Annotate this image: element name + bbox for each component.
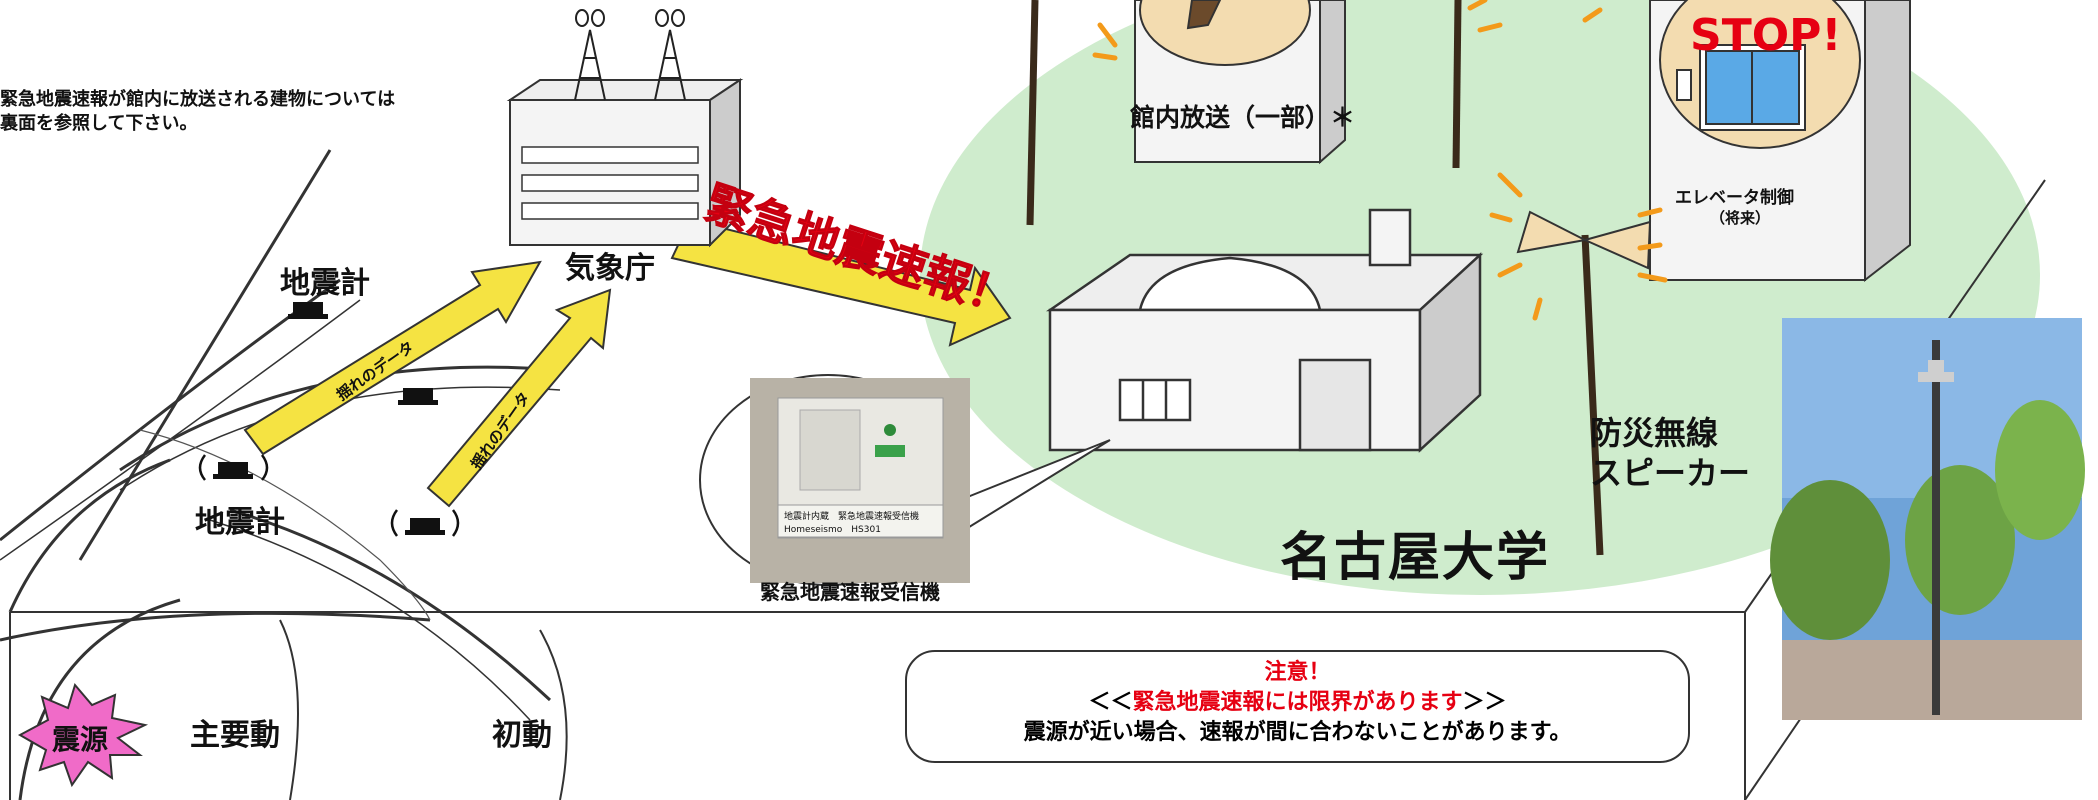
seismometer-label-left: 地震計 (195, 505, 285, 540)
elevator-building (1649, 0, 1911, 283)
stop-label: STOP! (1690, 10, 1842, 61)
receiver-device-model: Homeseismo HS301 (784, 525, 881, 535)
jma-building (506, 78, 744, 248)
speaker-pole-photo (1770, 318, 2085, 720)
note-line-2: 裏面を参照して下さい。 (0, 113, 198, 134)
seismometer-waves (198, 454, 460, 537)
receiver-label: 緊急地震速報受信機 (760, 580, 940, 604)
siren-speaker-icon (1516, 210, 1652, 270)
thin-boundary (139, 429, 431, 621)
campus-label: 名古屋大学 (1280, 528, 1551, 588)
notice-limit-text: 緊急地震速報には限界があります (1132, 690, 1463, 715)
epicenter-burst (17, 682, 149, 788)
speaker-label-2: スピーカー (1590, 454, 1751, 492)
receiver-photo (750, 378, 970, 583)
shake-data-arrows (243, 260, 612, 508)
epicenter-label: 震源 (52, 723, 109, 756)
jma-label: 気象庁 (565, 251, 655, 286)
note-text: 緊急地震速報が館内に放送される建物については 裏面を参照して下さい。 (0, 88, 395, 136)
building-broadcast-label: 館内放送（一部）＊ (1130, 103, 1356, 132)
speaker-poles (1026, 0, 1604, 556)
receiver-device-text: 地震計内蔵 緊急地震速報受信機 (784, 512, 920, 522)
elevator-future-label: （将来） (1710, 209, 1771, 227)
speaker-label-1: 防災無線 (1590, 414, 1719, 452)
elevator-control-label: エレベータ制御 (1675, 188, 1794, 208)
notice-bracket-left: ＜＜ (1088, 690, 1133, 715)
notice-line-2: ＜＜緊急地震速報には限界があります＞＞ (907, 688, 1688, 718)
notice-title: 注意！ (1264, 660, 1331, 685)
notice-bracket-right: ＞＞ (1462, 690, 1507, 715)
seismometer-icon (213, 302, 445, 535)
seismometer-label-top: 地震計 (280, 266, 370, 301)
initial-shock-label: 初動 (492, 718, 552, 753)
campus-building (1045, 208, 1484, 453)
notice-line-3: 震源が近い場合、速報が間に合わないことがあります。 (1023, 720, 1572, 745)
notice-box: 注意！ ＜＜緊急地震速報には限界があります＞＞ 震源が近い場合、速報が間に合わな… (905, 650, 1690, 763)
spark-lines (1092, 0, 1668, 321)
broadcast-building (1134, 0, 1346, 165)
main-shock-label: 主要動 (190, 718, 280, 753)
note-line-1: 緊急地震速報が館内に放送される建物については (0, 89, 396, 110)
antenna-tower-icon (574, 9, 686, 101)
eew-arrow (670, 218, 1012, 347)
